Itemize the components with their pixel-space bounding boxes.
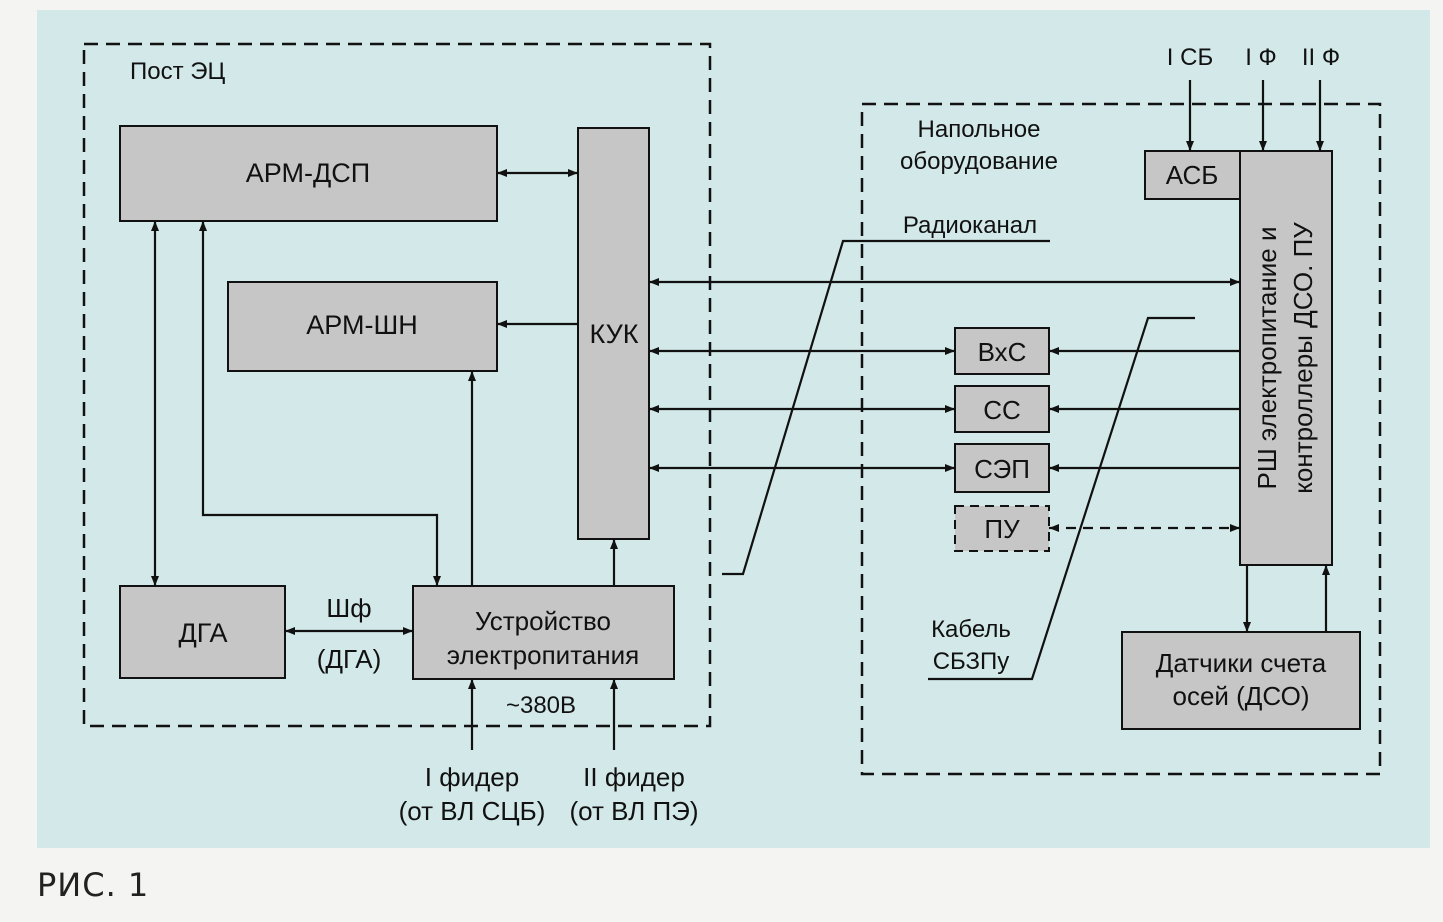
rsh-label-line2: контроллеры ДСО. ПУ	[1288, 222, 1318, 494]
arm-dsp-box	[119, 125, 498, 222]
sep-label: СЭП	[974, 454, 1030, 484]
floor-title-line1: Напольное	[918, 116, 1041, 143]
floor-title-line2: оборудование	[900, 148, 1058, 175]
rsh-box	[1239, 150, 1333, 566]
shf-label-line1: Шф	[326, 593, 371, 623]
vxs-box	[954, 327, 1050, 375]
power-supply-box	[412, 585, 675, 680]
sensors-label-line2: осей (ДСО)	[1172, 681, 1309, 711]
arm-dsp-label: АРМ-ДСП	[246, 158, 370, 188]
input-if-label: I Ф	[1245, 44, 1277, 71]
dga-label: ДГА	[178, 618, 227, 648]
feeder2-label-line1: II фидер	[583, 762, 685, 792]
radio-channel-line	[722, 239, 1050, 576]
sensors-label-line1: Датчики счета	[1156, 648, 1327, 678]
pu-box	[954, 505, 1050, 552]
sensors-box	[1121, 631, 1361, 730]
vxs-label: ВхС	[978, 337, 1027, 367]
feeder1-label-line1: I фидер	[425, 762, 519, 792]
ss-label: СС	[983, 395, 1021, 425]
radio-channel-label: Радиоканал	[903, 212, 1037, 239]
input-iif-label: II Ф	[1302, 44, 1340, 71]
feeder1-label-line2: (от ВЛ СЦБ)	[399, 796, 546, 826]
power-supply-label-line1: Устройство	[475, 606, 611, 636]
post-ec-title: Пост ЭЦ	[130, 58, 226, 85]
cable-label-line1: Кабель	[931, 616, 1011, 643]
pu-label: ПУ	[984, 514, 1020, 544]
post-ec-boundary	[82, 42, 712, 728]
shf-label-line2: (ДГА)	[317, 644, 382, 674]
cable-label-line2: СБЗПу	[933, 648, 1010, 675]
ss-box	[954, 385, 1050, 433]
cable-line	[928, 316, 1195, 681]
asb-label: АСБ	[1166, 160, 1219, 190]
rsh-label-line1: РШ электропитание и	[1252, 227, 1282, 490]
input-isb-label: I СБ	[1167, 44, 1213, 71]
feeder2-label-line2: (от ВЛ ПЭ)	[569, 796, 698, 826]
voltage-label: ~380В	[506, 692, 576, 719]
figure-caption: РИС. 1	[37, 866, 150, 904]
arrow-power-dsp	[199, 221, 441, 586]
arm-shn-label: АРМ-ШН	[306, 310, 417, 340]
kuk-label: КУК	[590, 319, 639, 349]
power-supply-label-line2: электропитания	[447, 640, 639, 670]
sep-box	[954, 443, 1050, 493]
